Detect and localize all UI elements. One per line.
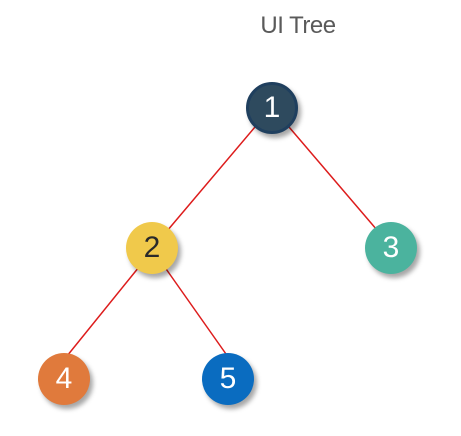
edge-2-4 xyxy=(66,266,140,357)
tree-node-1: 1 xyxy=(246,82,298,134)
node-label-5: 5 xyxy=(219,362,237,395)
tree-node-3: 3 xyxy=(365,222,417,274)
diagram-title: UI Tree xyxy=(260,12,336,39)
edge-2-5 xyxy=(163,265,227,355)
node-label-1: 1 xyxy=(263,91,281,124)
edge-1-3 xyxy=(288,126,378,231)
edge-1-2 xyxy=(166,126,256,232)
tree-node-4: 4 xyxy=(38,353,90,405)
tree-node-5: 5 xyxy=(202,353,254,405)
node-label-3: 3 xyxy=(382,231,400,264)
node-label-4: 4 xyxy=(55,362,73,395)
tree-node-2: 2 xyxy=(126,222,178,274)
node-label-2: 2 xyxy=(143,231,161,264)
